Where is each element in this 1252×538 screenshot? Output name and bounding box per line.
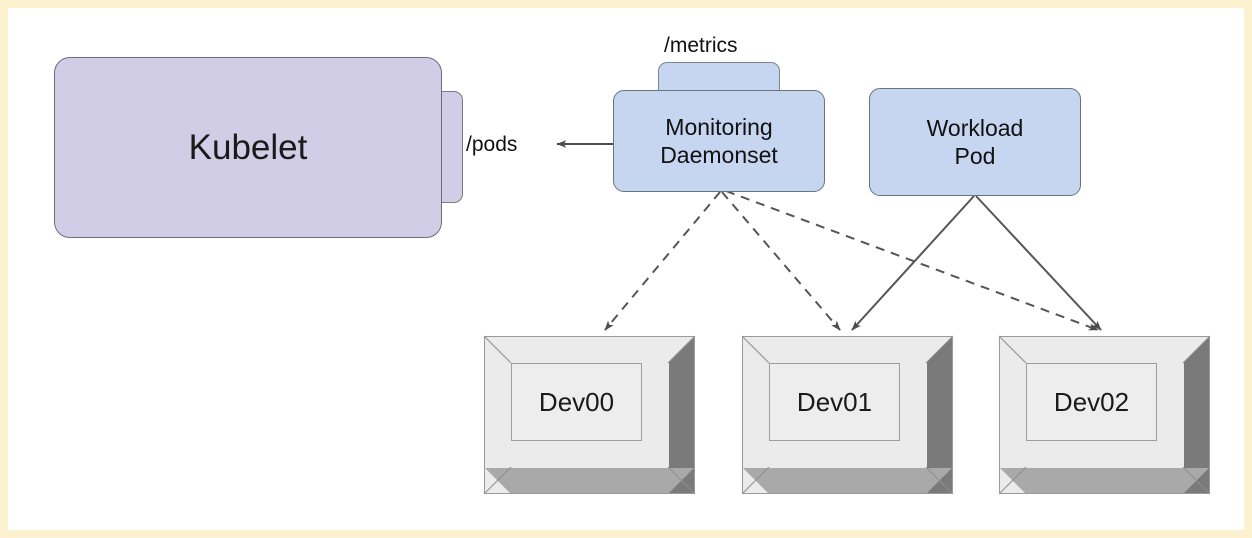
kubelet-label: Kubelet (188, 127, 308, 167)
node-dev02[interactable]: Dev02 (998, 335, 1211, 495)
dev01-bevel-bottom (742, 468, 953, 494)
edge-daemonset-to-dev02 (725, 190, 1099, 331)
node-kubelet[interactable]: Kubelet (54, 57, 442, 238)
edge-workloadpod-to-dev02 (975, 195, 1102, 331)
dev00-label: Dev00 (538, 386, 615, 417)
dev02-screen: Dev02 (1026, 363, 1157, 441)
node-monitoring-daemonset[interactable]: Monitoring Daemonset (613, 90, 825, 192)
edge-label-metrics: /metrics (664, 34, 738, 57)
workload-pod-label: Workload Pod (926, 114, 1024, 169)
dev02-bevel-bottom (999, 468, 1210, 494)
edge-daemonset-to-dev00 (604, 191, 721, 331)
node-dev00[interactable]: Dev00 (483, 335, 696, 495)
edge-daemonset-to-dev01 (721, 191, 841, 331)
dev01-screen: Dev01 (769, 363, 900, 441)
dev00-bevel-bottom (484, 468, 695, 494)
edge-label-pods: /pods (466, 133, 518, 156)
node-workload-pod[interactable]: Workload Pod (869, 88, 1081, 196)
dev02-label: Dev02 (1053, 386, 1130, 417)
diagram-content-area: Kubelet /pods /metrics Monitoring Daemon… (8, 8, 1244, 530)
dev00-screen: Dev00 (511, 363, 642, 441)
edge-workloadpod-to-dev01 (851, 195, 975, 331)
node-dev01[interactable]: Dev01 (741, 335, 954, 495)
monitoring-daemonset-label: Monitoring Daemonset (660, 113, 778, 168)
edge-layer (556, 140, 1102, 331)
dev01-label: Dev01 (796, 386, 873, 417)
